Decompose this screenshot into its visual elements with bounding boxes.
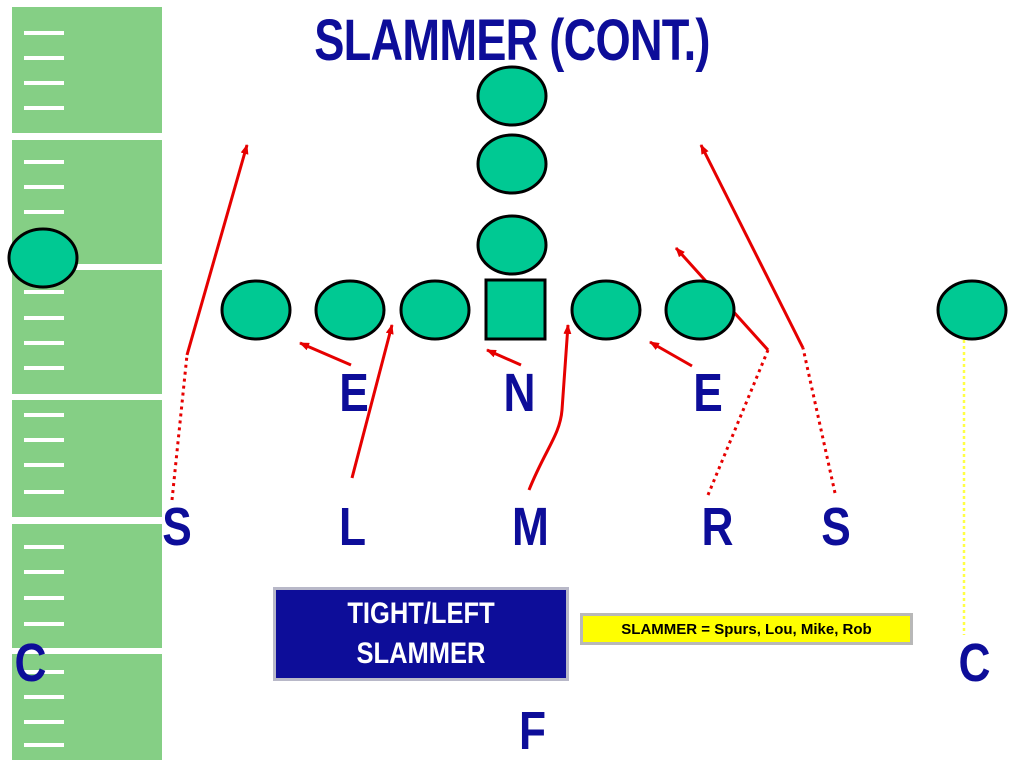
motion-rob — [706, 349, 770, 496]
offense-player-right-guard — [570, 279, 642, 341]
field-segment — [12, 270, 162, 394]
defender-end-right: E — [693, 363, 723, 423]
offense-player-back-1 — [476, 214, 548, 276]
slide-title: SLAMMER (CONT.) — [314, 8, 710, 73]
offense-player-tight-end — [220, 279, 292, 341]
offense-player-right-tackle — [664, 279, 736, 341]
motion-lines — [170, 347, 837, 501]
play-name-box: TIGHT/LEFT SLAMMER — [273, 587, 569, 681]
route-safety-right — [699, 144, 805, 349]
motion-spur — [170, 354, 189, 501]
defender-corner-left: C — [14, 633, 47, 693]
route-spur — [185, 144, 249, 356]
offense-player-wide-right — [936, 279, 1008, 341]
defender-end-left: E — [339, 363, 369, 423]
yard-hash-marks — [24, 31, 64, 747]
offense-player-wide-left — [7, 227, 79, 289]
field-segment — [12, 400, 162, 517]
route-lou — [350, 324, 394, 479]
defender-safety-left: S — [162, 497, 192, 557]
route-end-left — [299, 341, 352, 367]
slammer-legend: SLAMMER = Spurs, Lou, Mike, Rob — [580, 613, 913, 645]
motion-safety-right — [801, 347, 837, 494]
defender-nose: N — [503, 363, 536, 423]
route-end-right — [649, 340, 693, 368]
offense-player-left-tackle — [314, 279, 386, 341]
play-name-line-2: SLAMMER — [356, 637, 486, 670]
offense-player-left-guard — [399, 279, 471, 341]
defender-safety-right: S — [821, 497, 851, 557]
offense-formation — [7, 65, 1008, 341]
field-segment — [12, 7, 162, 133]
offense-player-back-3 — [476, 65, 548, 127]
sideline-field-strip — [12, 7, 162, 760]
defender-free-safety: F — [518, 701, 547, 761]
offense-player-back-2 — [476, 133, 548, 195]
field-segment — [12, 524, 162, 648]
route-nose — [486, 348, 522, 367]
route-mike — [527, 324, 572, 491]
play-name-line-1: TIGHT/LEFT — [347, 597, 495, 630]
defender-corner-right: C — [958, 633, 991, 693]
defender-linebacker-l: L — [338, 497, 367, 557]
defender-linebacker-m: M — [512, 497, 549, 557]
center-square-icon — [484, 278, 547, 341]
defender-linebacker-r: R — [701, 497, 734, 557]
